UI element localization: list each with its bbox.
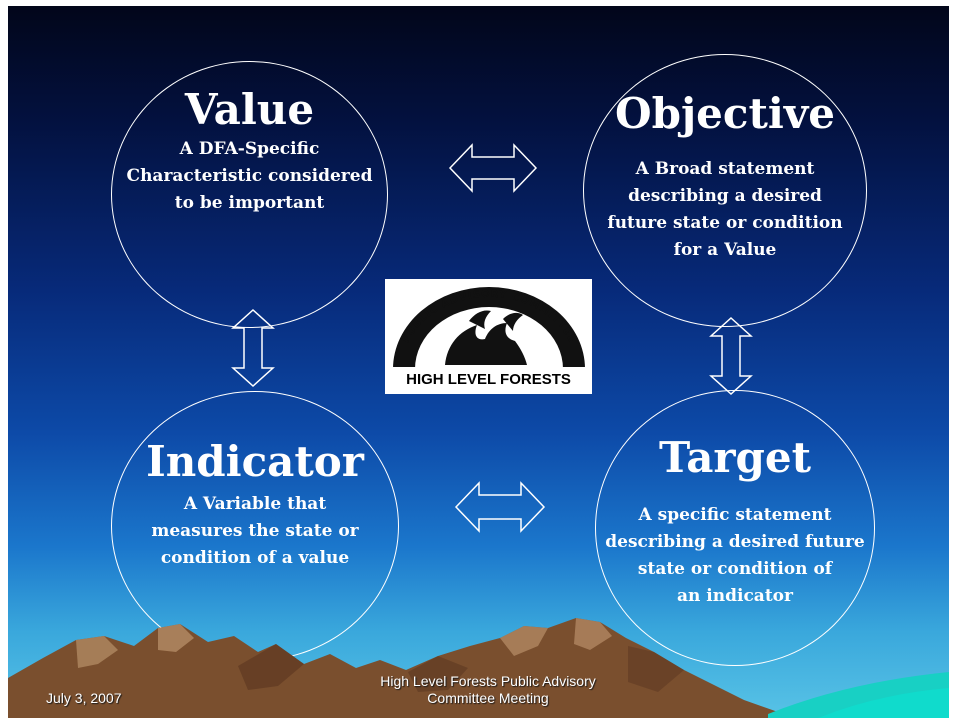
target-description-line-3: state or condition of bbox=[637, 559, 833, 579]
target-description-line-1: A specific statement bbox=[638, 505, 832, 525]
right-vertical-double-arrow-icon bbox=[709, 316, 753, 396]
footer-date: July 3, 2007 bbox=[46, 690, 122, 706]
indicator-title: Indicator bbox=[146, 437, 364, 486]
left-vertical-double-arrow-icon bbox=[231, 308, 275, 388]
objective-title: Objective bbox=[615, 89, 835, 138]
footer-meeting-line-2: Committee Meeting bbox=[427, 690, 549, 706]
slide: Value A DFA-Specific Characteristic cons… bbox=[8, 6, 949, 718]
value-title: Value bbox=[184, 85, 315, 134]
indicator-description-line-1: A Variable that bbox=[183, 494, 327, 514]
value-description-line-1: A DFA-Specific bbox=[179, 139, 320, 159]
mountain-landscape bbox=[8, 618, 949, 718]
value-description-line-2: Characteristic considered bbox=[126, 166, 373, 186]
value-description-line-3: to be important bbox=[174, 193, 325, 213]
logo-emblem-icon: PUBLIC ADVISORY COMMITTEE HIGH LEVEL FOR… bbox=[389, 287, 588, 389]
target-description-line-2: describing a desired future bbox=[605, 532, 865, 552]
value-circle bbox=[111, 61, 388, 328]
bottom-double-arrow-icon bbox=[454, 481, 546, 533]
indicator-description-line-2: measures the state or bbox=[151, 521, 359, 541]
objective-description-line-3: future state or condition bbox=[607, 213, 843, 233]
objective-description-line-4: for a Value bbox=[673, 240, 777, 260]
target-description-line-4: an indicator bbox=[677, 586, 793, 606]
footer-meeting-line-1: High Level Forests Public Advisory bbox=[380, 673, 596, 689]
public-advisory-committee-logo: PUBLIC ADVISORY COMMITTEE HIGH LEVEL FOR… bbox=[385, 279, 592, 394]
objective-description-line-2: describing a desired bbox=[628, 186, 822, 206]
objective-circle bbox=[583, 54, 867, 327]
target-title: Target bbox=[658, 433, 812, 482]
logo-caption: HIGH LEVEL FORESTS bbox=[406, 371, 571, 388]
indicator-description-line-3: condition of a value bbox=[160, 548, 350, 568]
objective-description-line-1: A Broad statement bbox=[635, 159, 815, 179]
top-double-arrow-icon bbox=[448, 143, 538, 193]
